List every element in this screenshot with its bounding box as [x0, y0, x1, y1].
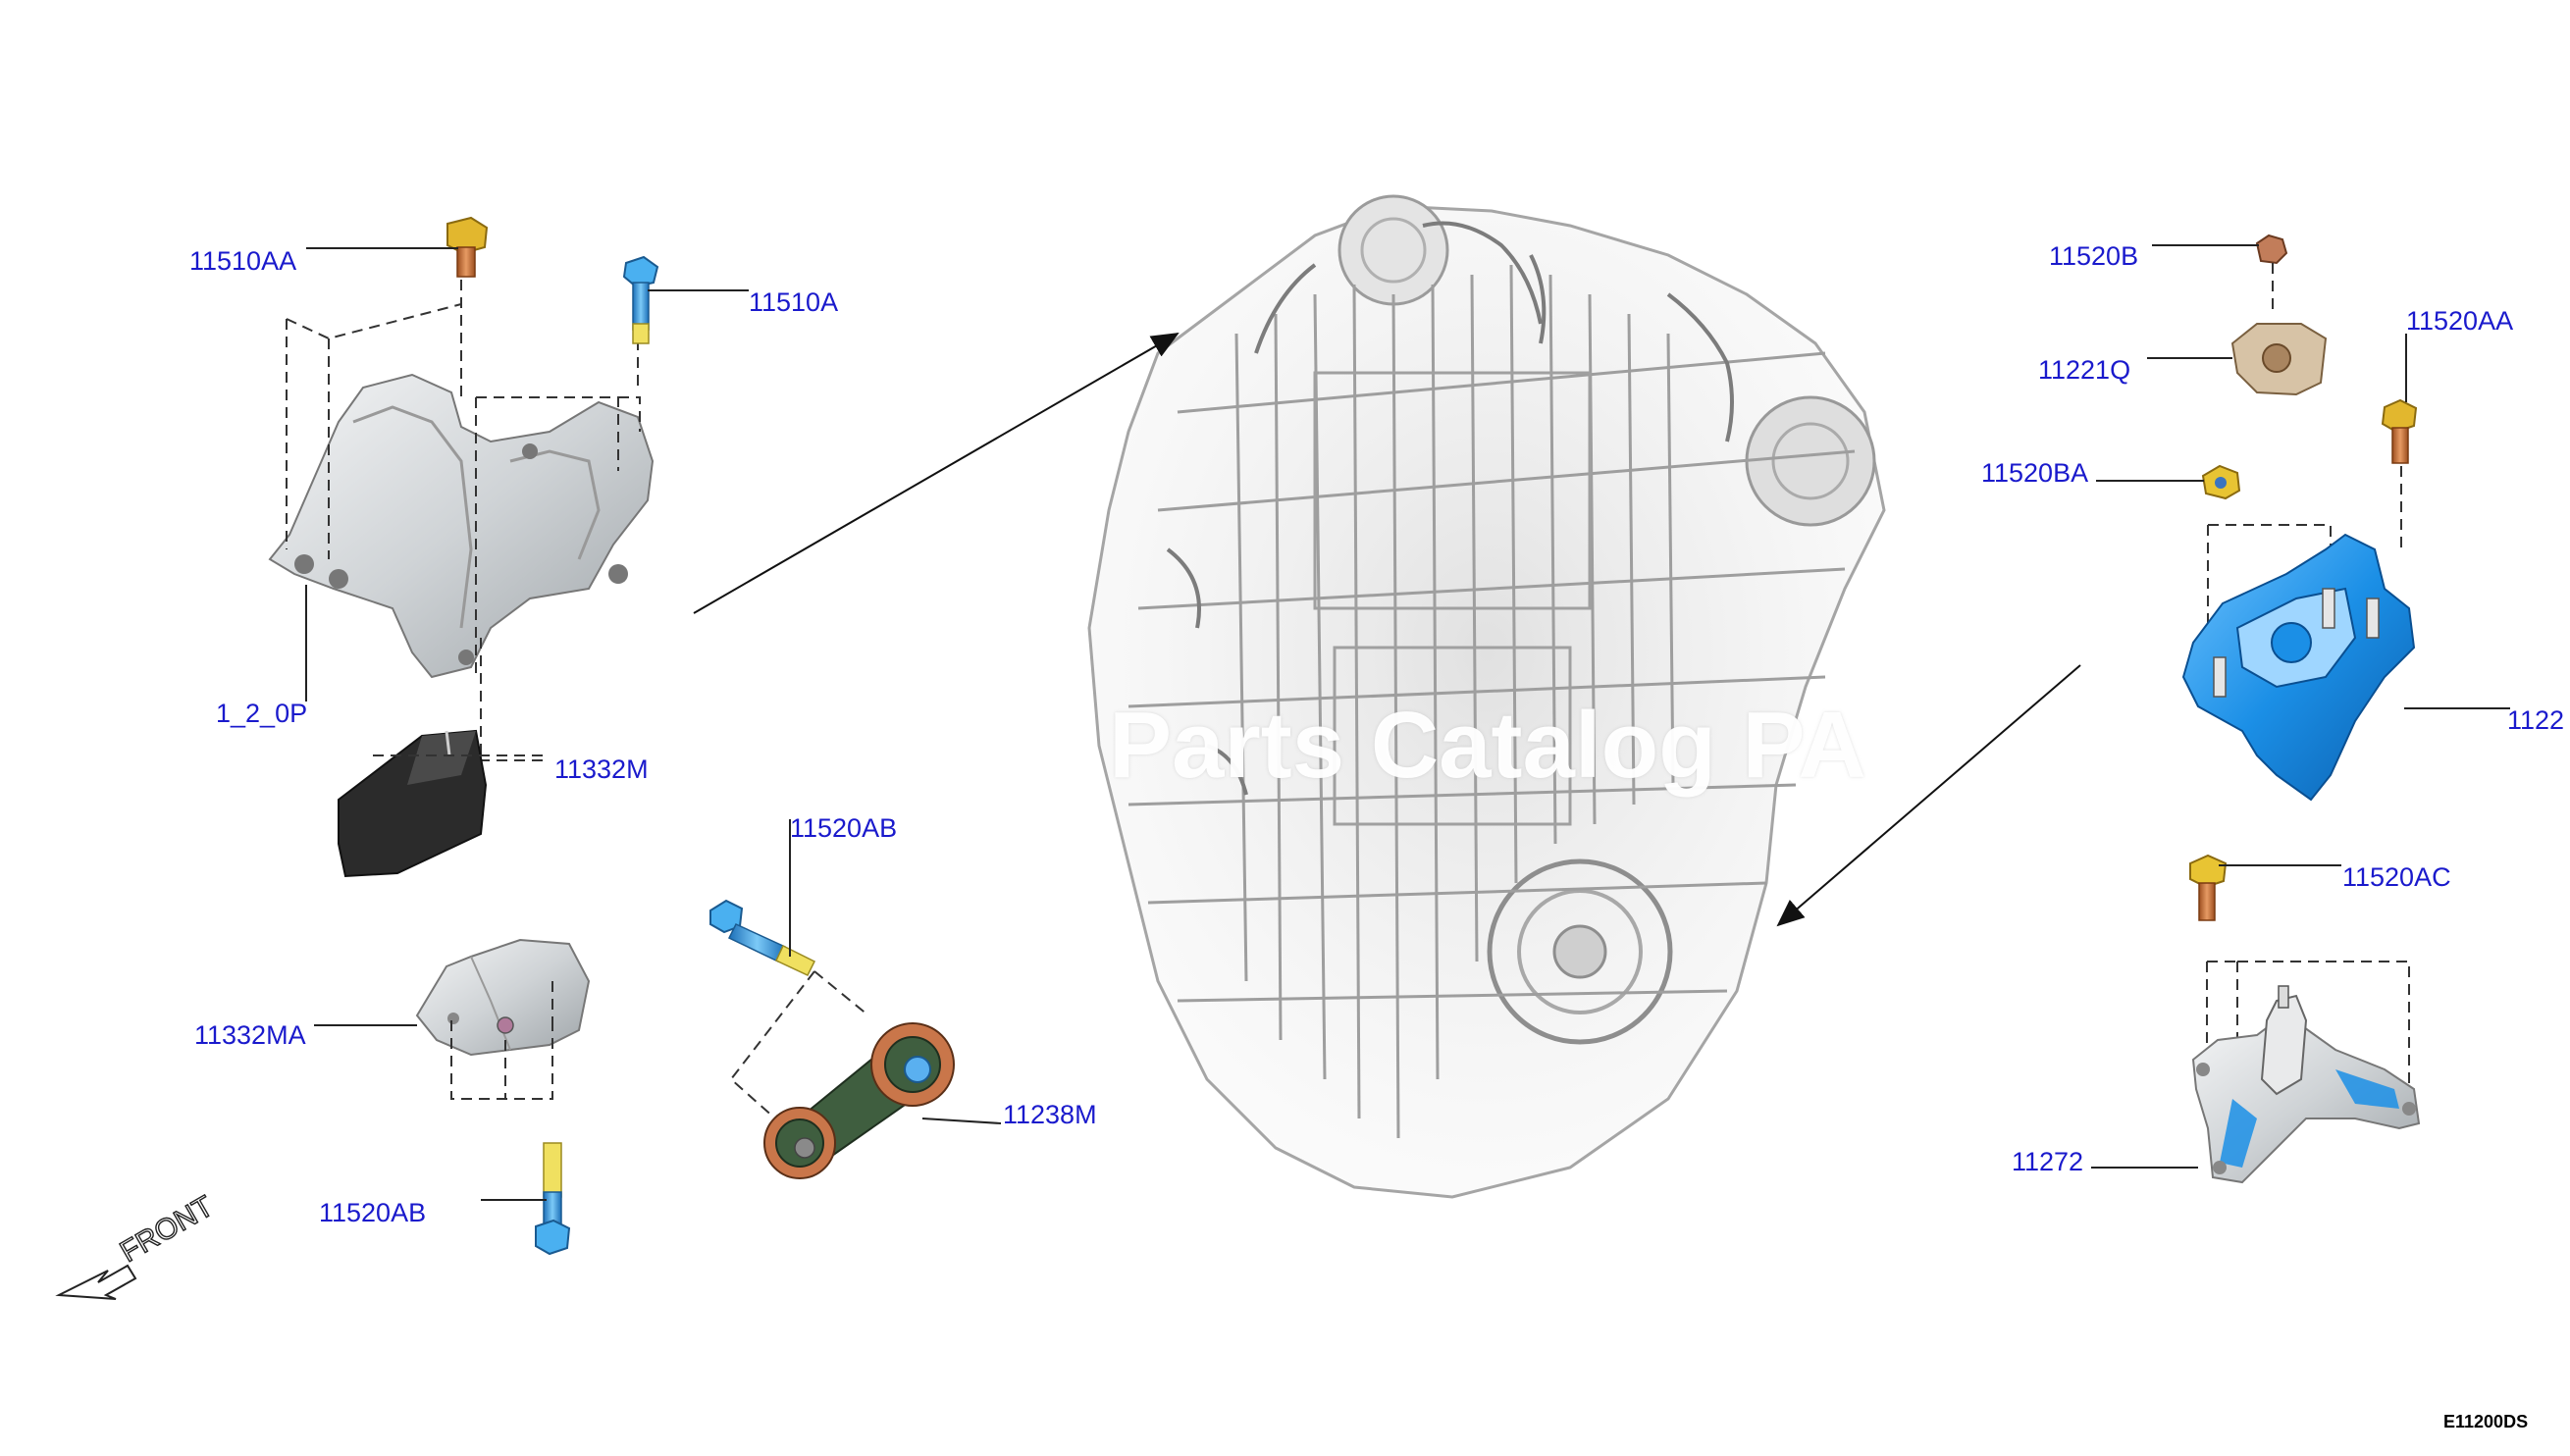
- front-indicator-label: FRONT: [115, 1190, 219, 1269]
- callout-11272[interactable]: 11272: [2012, 1147, 2083, 1176]
- callout-11520AC[interactable]: 11520AC: [2342, 862, 2451, 892]
- nut-11520B[interactable]: [2255, 234, 2288, 265]
- callout-11520AA[interactable]: 11520AA: [2406, 306, 2513, 336]
- callout-11332M[interactable]: 11332M: [554, 754, 649, 784]
- torque-rod-guide-lines: [729, 970, 869, 1119]
- bracket-guide-lines: [450, 981, 553, 1100]
- callout-11238M[interactable]: 11238M: [1003, 1100, 1097, 1129]
- engine-mount-arrow-right: [1776, 664, 2081, 927]
- insulator-11332M[interactable]: [338, 729, 488, 878]
- callout-11520AB-top[interactable]: 11520AB: [790, 813, 897, 843]
- diagram-code: E11200DS: [2443, 1412, 2528, 1431]
- front-arrow-icon: [55, 1264, 137, 1300]
- engine-block-icon: [1087, 194, 1886, 1199]
- callout-11520AB-bottom[interactable]: 11520AB: [319, 1198, 426, 1227]
- callout-11332MA[interactable]: 11332MA: [194, 1020, 306, 1050]
- engine-mount-bracket-left[interactable]: [268, 373, 655, 679]
- bolt-11520AB-bottom[interactable]: [535, 1142, 571, 1256]
- stopper-11221Q[interactable]: [2230, 323, 2328, 396]
- mount-guide-lines-right: [2207, 466, 2402, 648]
- bolt-11510A[interactable]: [622, 255, 659, 344]
- callout-1122[interactable]: 1122: [2507, 705, 2564, 735]
- callout-11520B[interactable]: 11520B: [2049, 241, 2138, 271]
- bolt-11520AC[interactable]: [2189, 854, 2228, 921]
- callout-11520BA[interactable]: 11520BA: [1981, 458, 2088, 488]
- bracket-11332MA[interactable]: [415, 938, 591, 1057]
- callout-11510A[interactable]: 11510A: [749, 287, 838, 317]
- callout-11220P[interactable]: 1_2_0P: [216, 699, 307, 728]
- callout-11510AA[interactable]: 11510AA: [189, 246, 296, 276]
- lower-mount-guide-lines: [2206, 961, 2410, 1109]
- callout-leader-lines: [305, 244, 2510, 1201]
- callout-11221Q[interactable]: 11221Q: [2038, 355, 2130, 385]
- bolt-11510AA[interactable]: [446, 216, 489, 278]
- bolt-11520AB-top[interactable]: [709, 899, 816, 976]
- nut-11520BA[interactable]: [2201, 464, 2241, 500]
- assembly-guide-lines-left: [286, 280, 641, 761]
- engine-mount-arrow-left: [693, 332, 1180, 614]
- torque-rod-11238M[interactable]: [763, 1022, 955, 1179]
- engine-mount-11272[interactable]: [2191, 985, 2421, 1184]
- transmission-mount-1122[interactable]: [2181, 533, 2416, 802]
- bolt-11520AA[interactable]: [2381, 398, 2418, 464]
